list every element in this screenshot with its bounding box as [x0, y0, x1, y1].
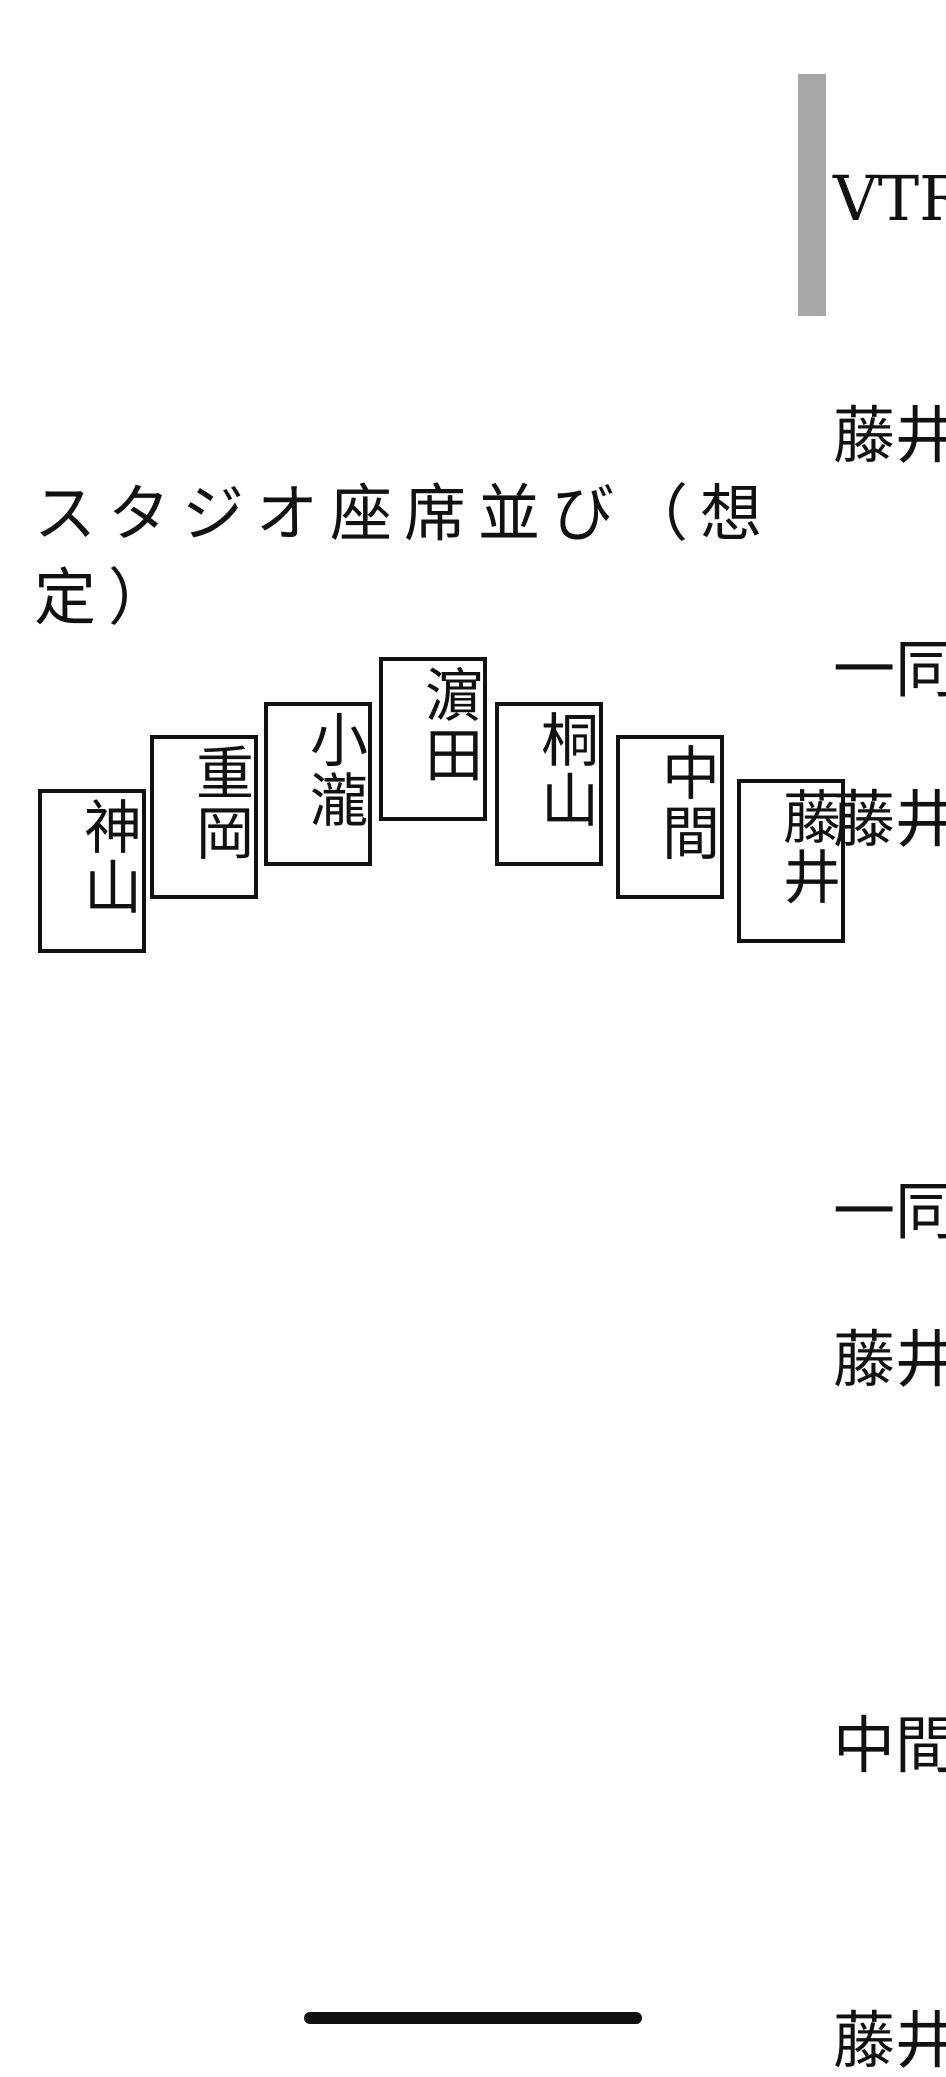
script-speaker: 一同: [833, 633, 946, 706]
seat-name: 中間: [652, 743, 720, 863]
seat-kotaki: 小瀧: [264, 702, 372, 866]
script-speaker: 藤井: [833, 2004, 946, 2077]
seat-fujii: 藤井: [737, 779, 845, 943]
seat-kamiyama: 神山: [38, 789, 146, 953]
script-line-vtr: VTR: [833, 162, 946, 235]
seat-hamada: 濵田: [379, 657, 487, 821]
script-speaker: 中間: [833, 1709, 946, 1782]
script-speaker: 藤井: [833, 1323, 946, 1396]
seat-name: 桐山: [531, 710, 599, 830]
seat-name: 藤井: [773, 787, 841, 907]
seating-caption: スタジオ座席並び（想定）: [34, 477, 775, 634]
section-marker-bar: [798, 74, 826, 316]
seat-kiriyama: 桐山: [495, 702, 603, 866]
script-speaker: 藤井: [833, 399, 946, 472]
script-speaker: 藤井: [833, 783, 946, 856]
seat-nakama: 中間: [616, 735, 724, 899]
seat-name: 重岡: [186, 743, 254, 863]
seat-name: 濵田: [415, 665, 483, 785]
seat-name: 小瀧: [300, 710, 368, 830]
script-speaker: 一同: [833, 1175, 946, 1248]
seat-shigeoka: 重岡: [150, 735, 258, 899]
home-indicator[interactable]: [304, 2012, 642, 2024]
seat-name: 神山: [74, 797, 142, 917]
